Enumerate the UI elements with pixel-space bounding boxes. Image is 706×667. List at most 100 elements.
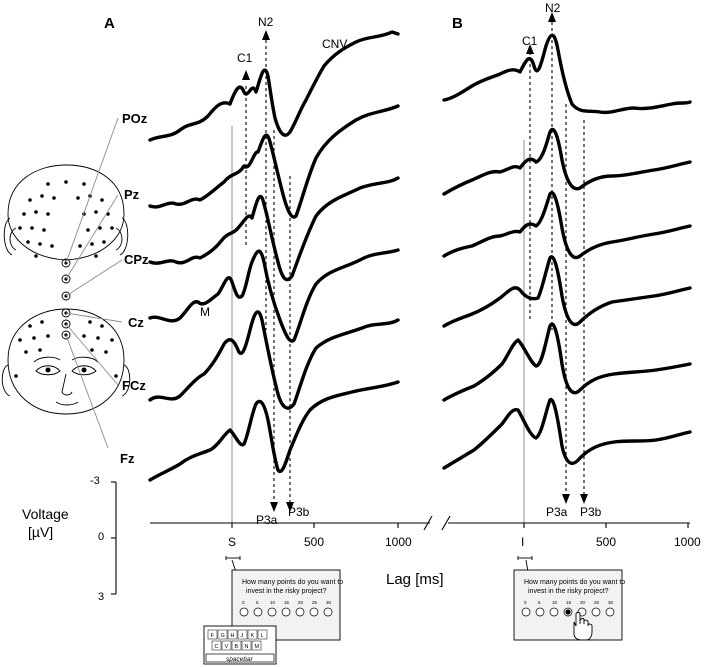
keyboard-key: [237, 629, 248, 640]
trace-a-pz: [148, 104, 400, 219]
spacebar-label: spacebar: [226, 656, 254, 663]
scalp-electrode-dot: [28, 198, 32, 202]
x-tick-a-500: 500: [304, 535, 324, 549]
screen-a-option-label: 15: [284, 600, 290, 605]
label-a-c1: C1: [237, 51, 253, 65]
keyboard-key: [227, 629, 238, 640]
voltage-unit: [µV]: [28, 524, 53, 540]
panel-a-latency-guides: [242, 30, 294, 512]
scalp-electrode-dot: [86, 228, 90, 232]
screen-b-option-label: 30: [608, 600, 614, 605]
scalp-electrode-dot: [64, 180, 68, 184]
voltage-label: Voltage: [22, 506, 69, 522]
scalp-electrode-dot: [50, 244, 54, 248]
label-a-n2: N2: [258, 15, 274, 29]
screen-a-stimulus: How many points do you want to invest in…: [203, 569, 343, 665]
scalp-electrode-dot: [14, 374, 18, 378]
scalp-electrode-dot: [30, 226, 34, 230]
screen-b-option-circle: [549, 607, 559, 617]
keyboard-key-label: M: [255, 644, 260, 650]
head-schematic: [1, 164, 131, 415]
screen-b-option-label: 25: [594, 600, 600, 605]
electrode-label-poz: POz: [122, 111, 148, 126]
electrode-label-cz: Cz: [128, 315, 144, 330]
voltage-tick-minus3: -3: [90, 475, 100, 487]
screen-b-stimulus: How many points do you want to invest in…: [513, 569, 625, 641]
keyboard-key: [221, 640, 232, 651]
panel-a-traces: [148, 30, 400, 482]
x-tick-b-i: I: [521, 535, 524, 549]
scalp-electrode-dot: [28, 324, 32, 328]
time-axis: S 500 1000 I 500 1000 Lag [ms]: [150, 515, 701, 588]
trace-a-poz: [148, 30, 400, 142]
scalp-electrode-dot: [76, 196, 80, 200]
keyboard-key-label: K: [251, 633, 255, 639]
screen-a-option-circle: [323, 607, 333, 617]
trace-b-fcz: [442, 322, 692, 402]
keyboard-key: [231, 640, 242, 651]
keyboard-key-label: J: [241, 633, 244, 639]
keyboard-key: [217, 629, 228, 640]
screen-a-option-circle: [281, 607, 291, 617]
scalp-electrode-dot: [42, 228, 46, 232]
screen-a-option-circle: [309, 607, 319, 617]
keyboard-key-label: H: [231, 633, 235, 639]
electrode-label-fz: Fz: [120, 451, 135, 466]
pointer-hand-icon: [573, 612, 593, 641]
x-tick-a-1000: 1000: [385, 535, 412, 549]
scalp-electrode-dot: [38, 242, 42, 246]
x-tick-a-s: S: [228, 535, 236, 549]
trace-b-poz: [442, 33, 692, 115]
scalp-electrode-dot: [94, 254, 98, 258]
trace-a-fcz: [148, 310, 400, 410]
scalp-electrode-dot: [52, 196, 56, 200]
scalp-electrode-dot: [46, 212, 50, 216]
scalp-electrode-dot: [98, 226, 102, 230]
scalp-electrode-dot: [88, 320, 92, 324]
screen-a-question-line2: invest in the risky project?: [246, 588, 327, 595]
screen-b-selected-option: [565, 609, 571, 615]
voltage-tick-3: 3: [98, 591, 104, 603]
label-a-p3b: P3b: [288, 505, 310, 519]
keyboard-key-label: N: [245, 644, 249, 650]
x-tick-b-1000: 1000: [674, 535, 701, 549]
scalp-electrode-dot: [78, 244, 82, 248]
scalp-electrode-dot: [38, 348, 42, 352]
scalp-electrode-dot: [40, 194, 44, 198]
scalp-electrode-dot: [22, 212, 26, 216]
label-b-p3a: P3a: [546, 505, 568, 519]
scalp-electrode-dot: [114, 374, 118, 378]
trace-b-fz: [442, 398, 692, 470]
x-tick-b-500: 500: [596, 535, 616, 549]
scalp-electrode-dot: [100, 324, 104, 328]
trace-a-fz: [148, 380, 400, 482]
keyboard-key-label: L: [261, 633, 264, 639]
keyboard-key-label: V: [225, 644, 229, 650]
screen-b-option-circle: [605, 607, 615, 617]
panel-a-letter: A: [104, 15, 115, 32]
screen-b-option-label: 10: [552, 600, 558, 605]
label-b-p3b: P3b: [580, 505, 602, 519]
scalp-electrode-dot: [18, 338, 22, 342]
screen-a-option-circle: [267, 607, 277, 617]
screen-b-option-circle: [591, 607, 601, 617]
trace-a-cz: [148, 248, 400, 343]
label-b-c1: C1: [522, 34, 538, 48]
electrode-label-fcz: FCz: [122, 378, 146, 393]
screen-a-option-circle: [239, 607, 249, 617]
scalp-electrode-dot: [96, 336, 100, 340]
keyboard-key-label: G: [221, 633, 225, 639]
screen-a-option-circle: [253, 607, 263, 617]
label-b-n2: N2: [545, 1, 561, 15]
screen-b-option-label: 0: [524, 600, 527, 605]
panel-b-latency-guides: [526, 12, 588, 504]
screen-a-option-label: 5: [256, 600, 259, 605]
scalp-electrode-dot: [32, 336, 36, 340]
trace-b-pz: [442, 127, 692, 196]
x-axis-title: Lag [ms]: [386, 571, 444, 588]
trace-a-cpz: [148, 176, 400, 282]
scalp-electrode-dot: [110, 338, 114, 342]
scalp-electrode-dot: [100, 198, 104, 202]
keyboard-key: [257, 629, 268, 640]
scalp-electrode-dot: [24, 350, 28, 354]
